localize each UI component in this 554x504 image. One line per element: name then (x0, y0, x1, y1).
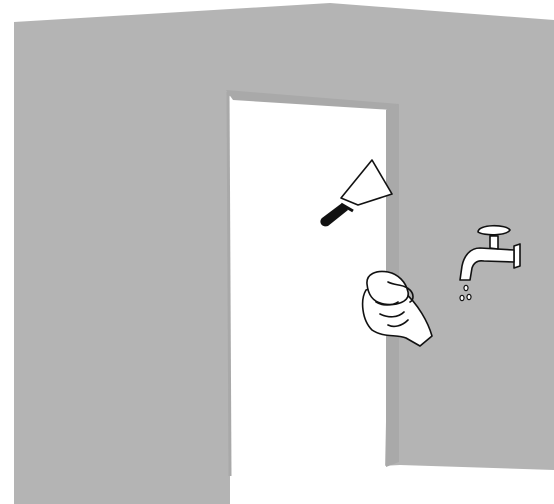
faucet-wall-flange (514, 244, 520, 268)
water-drop (467, 294, 471, 299)
faucet-handle-stem (490, 236, 498, 249)
water-drop (460, 295, 464, 300)
faucet-handle-top (478, 226, 510, 235)
opening-left-edge (228, 92, 230, 476)
water-drop (464, 285, 468, 290)
